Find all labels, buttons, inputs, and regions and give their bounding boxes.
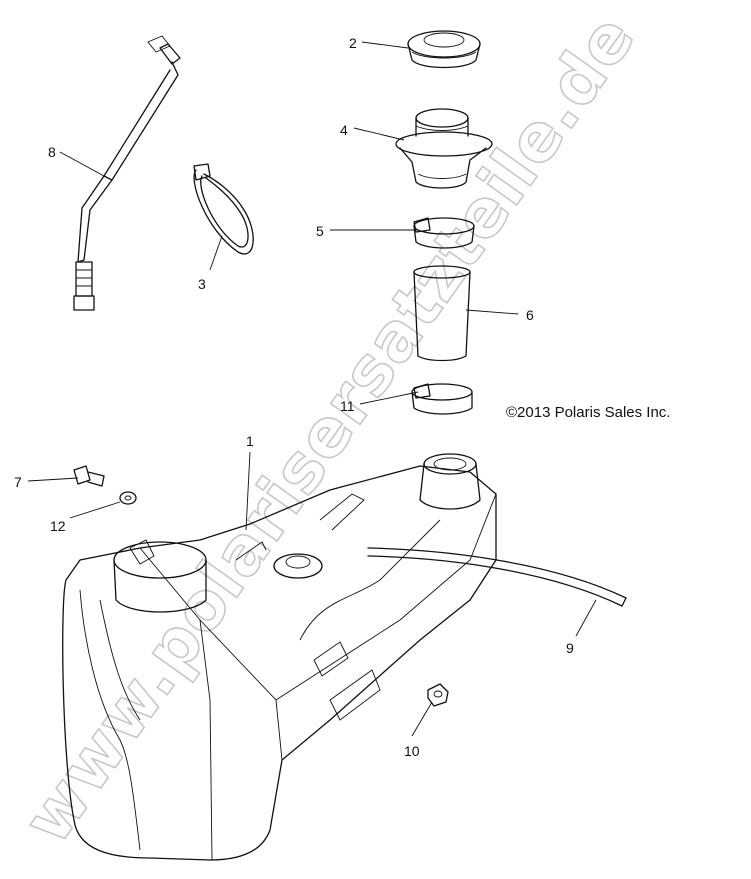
callout-9: 9 [566, 640, 574, 656]
callout-2: 2 [349, 35, 357, 51]
part-fuel-tank [62, 453, 497, 861]
part-return-hose [367, 547, 627, 607]
part-washer [119, 491, 137, 505]
callout-3: 3 [198, 276, 206, 292]
part-vent-hose [73, 35, 181, 311]
part-retaining-strap [193, 163, 254, 255]
part-filler-hose [413, 265, 471, 362]
callout-4: 4 [340, 122, 348, 138]
copyright-notice: ©2013 Polaris Sales Inc. [506, 404, 670, 421]
callout-12: 12 [50, 518, 66, 534]
callout-11: 11 [340, 398, 355, 414]
part-clamp-lower [411, 383, 473, 415]
part-filler-neck [395, 108, 493, 189]
callout-6: 6 [526, 307, 534, 323]
callout-10: 10 [404, 743, 420, 759]
part-nut [427, 683, 449, 707]
callout-1: 1 [246, 433, 254, 449]
callout-5: 5 [316, 223, 324, 239]
watermark-text: www.polarisersatzteile.de [8, 1, 650, 858]
leader-lines [27, 41, 597, 737]
part-fuel-cap [407, 30, 481, 69]
part-clamp-upper [413, 217, 475, 249]
callout-8: 8 [48, 144, 56, 160]
callout-7: 7 [14, 474, 22, 490]
part-bolt [73, 465, 105, 487]
callout-labels: 1 2 3 4 5 6 7 8 9 10 11 12 [14, 35, 574, 759]
